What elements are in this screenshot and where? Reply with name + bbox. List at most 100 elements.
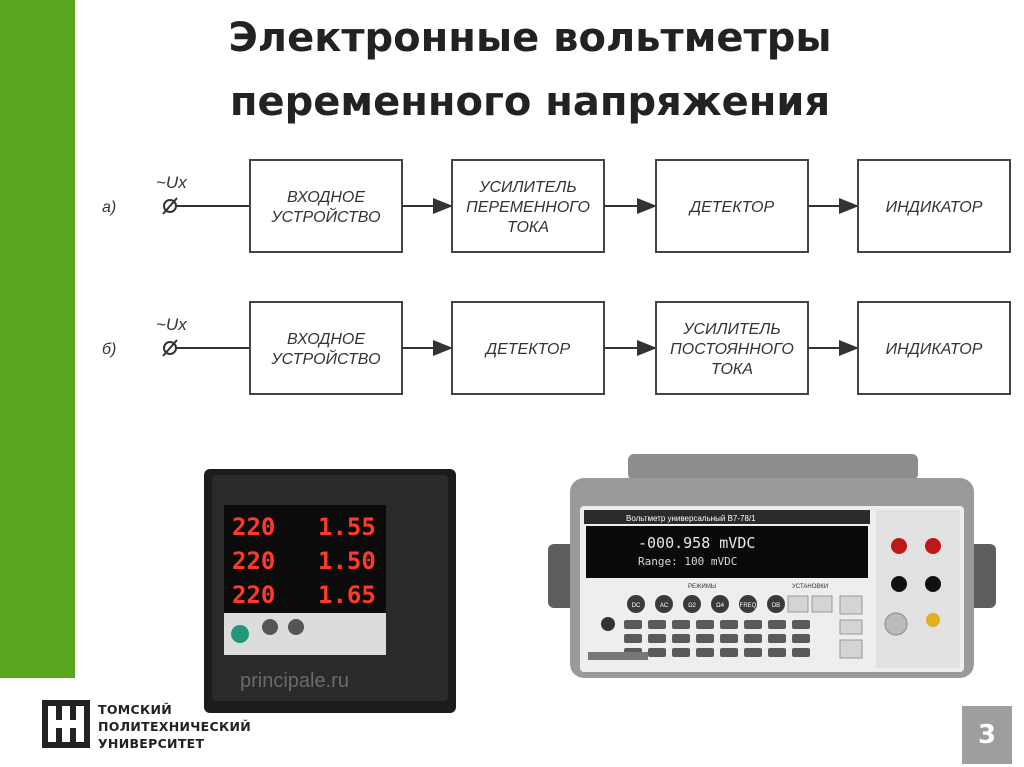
block-label: ДЕТЕКТОР	[688, 199, 775, 216]
input-voltage-label: ~Ux	[156, 173, 187, 192]
keypad-button	[720, 634, 738, 643]
diagram-block	[451, 159, 605, 253]
mode-button-label: DC	[632, 603, 641, 609]
block-label: ИНДИКАТОР	[886, 341, 983, 358]
display-range: Range: 100 mVDC	[638, 555, 737, 568]
row-label: а)	[102, 199, 116, 216]
keypad-button	[648, 634, 666, 643]
page-number: 3	[962, 706, 1012, 764]
lcd-display	[586, 526, 868, 578]
panel-voltmeter-photo: 220 220 220 1.55 1.50 1.65 principale.ru	[204, 469, 456, 713]
mode-button-label: DB	[772, 603, 780, 609]
block-label: УСТРОЙСТВО	[270, 349, 380, 368]
diagram-block	[249, 159, 403, 253]
keypad-button	[744, 620, 762, 629]
mode-button-label: Ω2	[688, 603, 696, 609]
block-label: ТОКА	[507, 219, 549, 236]
input-voltage-label: ~Ux	[156, 315, 187, 334]
arrow-up-button	[839, 595, 863, 615]
up-arrow-icon	[288, 619, 304, 635]
logo-line-2: ПОЛИТЕХНИЧЕСКИЙ	[98, 719, 252, 734]
model-label: Вольтметр универсальный В7-78/1	[626, 514, 756, 523]
diagram-block	[249, 301, 403, 395]
keypad-button	[744, 634, 762, 643]
led-reading-current: 1.50	[318, 547, 376, 575]
mode-button	[683, 595, 701, 613]
down-arrow-icon	[262, 619, 278, 635]
terminal-black-icon	[925, 576, 941, 592]
mode-button	[655, 595, 673, 613]
led-reading-current: 1.65	[318, 581, 376, 609]
mode-button	[767, 595, 785, 613]
keypad-button	[744, 648, 762, 657]
diagram-block	[451, 301, 605, 395]
led-reading-voltage: 220	[232, 581, 275, 609]
logo-line-3: УНИВЕРСИТЕТ	[98, 736, 205, 751]
terminal-yellow-icon	[926, 613, 940, 627]
mode-button	[739, 595, 757, 613]
slide-title: Электронные вольтметры переменного напря…	[110, 6, 950, 134]
mode-button-label: Ω4	[716, 603, 724, 609]
watermark-text: principale.ru	[240, 670, 349, 692]
led-reading-current: 1.55	[318, 513, 376, 541]
keypad-button	[672, 648, 690, 657]
row-label: б)	[102, 341, 116, 358]
block-label: УСТРОЙСТВО	[270, 207, 380, 226]
display-reading: -000.958 mVDC	[638, 534, 755, 552]
led-reading-voltage: 220	[232, 513, 275, 541]
keypad-button	[672, 620, 690, 629]
group-label-setup: УСТАНОВКИ	[792, 584, 828, 590]
group-label-modes: РЕЖИМЫ	[688, 584, 716, 590]
keypad-button	[624, 634, 642, 643]
keypad-button	[720, 648, 738, 657]
mode-button-label: AC	[660, 603, 669, 609]
display-button-icon	[601, 617, 615, 631]
keypad-button	[792, 648, 810, 657]
university-logo-icon	[42, 700, 90, 748]
mode-button	[627, 595, 645, 613]
accent-sidebar	[0, 0, 75, 678]
block-label: ПЕРЕМЕННОГО	[466, 199, 590, 216]
enter-icon	[231, 625, 249, 643]
keypad-button	[696, 620, 714, 629]
block-diagram: а)~UxВХОДНОЕУСТРОЙСТВОУСИЛИТЕЛЬПЕРЕМЕННО…	[102, 159, 1011, 395]
diagram-block	[857, 301, 1011, 395]
keypad-button	[672, 634, 690, 643]
terminal-red-icon	[925, 538, 941, 554]
keypad-button	[768, 634, 786, 643]
keypad-button	[648, 648, 666, 657]
university-name: ТОМСКИЙ ПОЛИТЕХНИЧЕСКИЙ УНИВЕРСИТЕТ	[98, 701, 251, 752]
keypad-button	[648, 620, 666, 629]
mode-button	[711, 595, 729, 613]
title-line-1: Электронные вольтметры	[228, 15, 832, 61]
arrow-left-button	[787, 595, 809, 613]
keypad-button	[792, 620, 810, 629]
diagram-block	[655, 159, 809, 253]
block-label: ВХОДНОЕ	[287, 331, 365, 348]
diagram-block	[857, 159, 1011, 253]
arrow-down-button	[839, 639, 863, 659]
block-label: УСИЛИТЕЛЬ	[478, 179, 576, 196]
bench-voltmeter-photo: Вольтметр универсальный В7-78/1 -000.958…	[548, 454, 996, 678]
block-label: УСИЛИТЕЛЬ	[682, 321, 780, 338]
keypad-button	[768, 648, 786, 657]
keypad-button	[696, 648, 714, 657]
led-reading-voltage: 220	[232, 547, 275, 575]
terminal-black-icon	[891, 576, 907, 592]
title-line-2: переменного напряжения	[229, 79, 831, 125]
arrow-right-button	[811, 595, 833, 613]
block-label: ВХОДНОЕ	[287, 189, 365, 206]
terminal-red-icon	[891, 538, 907, 554]
auto-button	[839, 619, 863, 635]
keypad-button	[696, 634, 714, 643]
keypad-button	[624, 620, 642, 629]
power-button-icon	[884, 612, 908, 636]
keypad-button	[768, 620, 786, 629]
block-label: ДЕТЕКТОР	[484, 341, 571, 358]
block-label: ПОСТОЯННОГО	[670, 341, 794, 358]
block-label: ТОКА	[711, 361, 753, 378]
keypad-button	[792, 634, 810, 643]
mode-button-label: FREQ	[740, 603, 757, 609]
logo-line-1: ТОМСКИЙ	[98, 702, 173, 717]
keypad-button	[720, 620, 738, 629]
